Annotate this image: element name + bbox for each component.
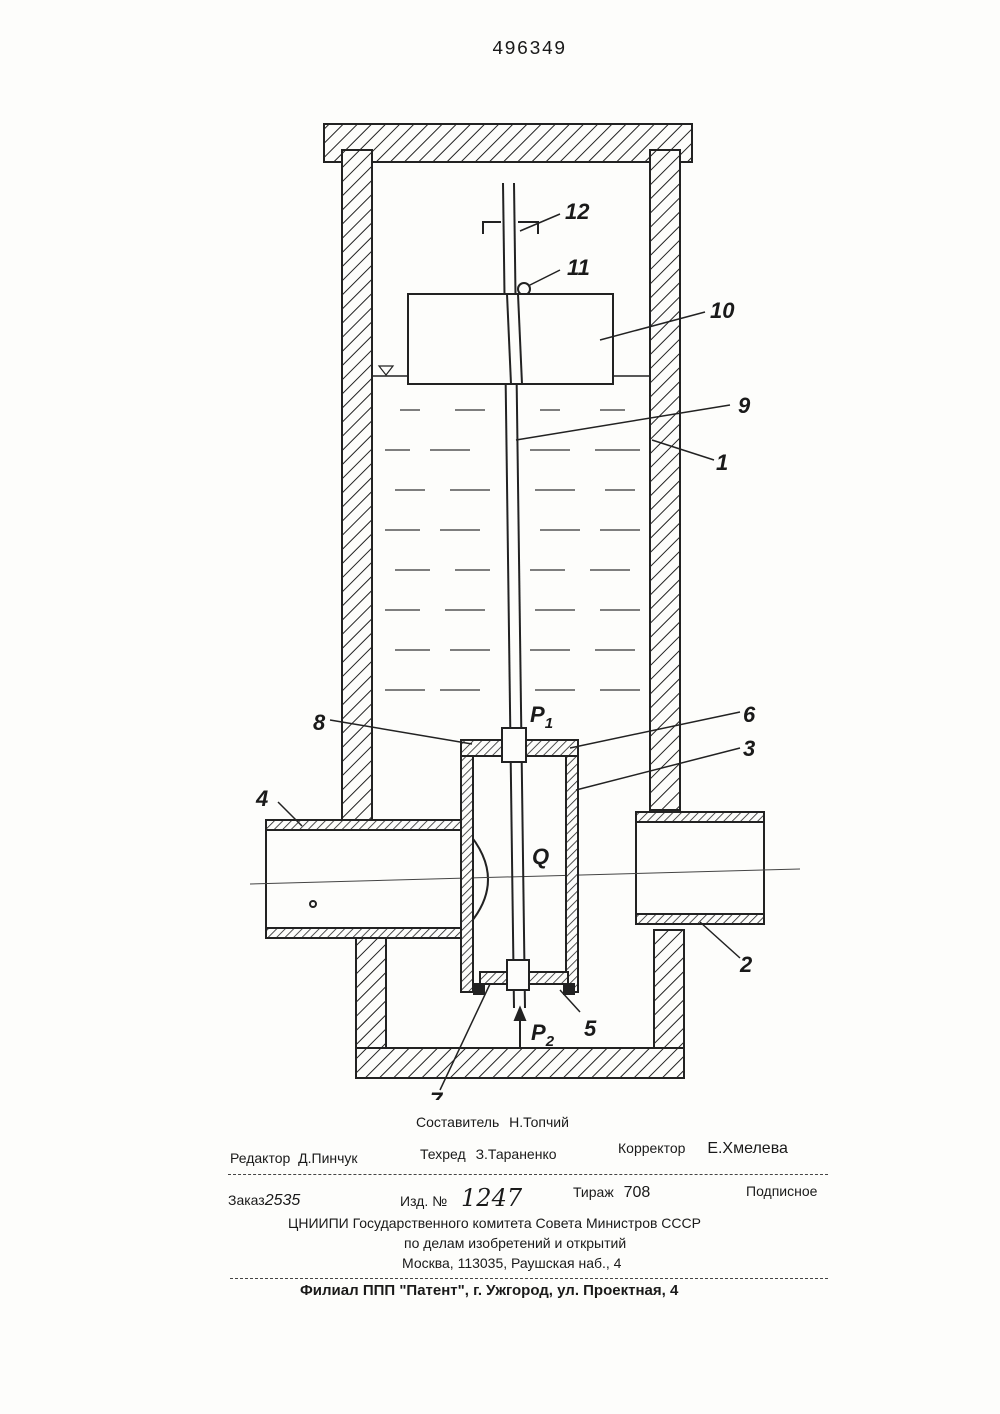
label-7: 7 <box>430 1088 444 1100</box>
label-q: Q <box>532 844 549 869</box>
editor-label: Редактор <box>230 1150 290 1166</box>
technical-drawing: 12 11 10 9 1 8 6 3 4 2 5 7 P1 P2 Q <box>0 0 1000 1100</box>
corrector-label: Корректор <box>618 1140 685 1156</box>
divider-2 <box>230 1278 828 1279</box>
divider-1 <box>228 1174 828 1175</box>
label-3: 3 <box>743 736 755 761</box>
edition-label: Изд. № <box>400 1193 447 1209</box>
corrector-line: Корректор Е.Хмелева <box>618 1140 788 1158</box>
label-5: 5 <box>584 1016 597 1041</box>
edition-line: Изд. № 1247 <box>400 1184 522 1212</box>
techred-name: З.Тараненко <box>476 1146 557 1162</box>
label-p1: P1 <box>530 702 553 732</box>
label-12: 12 <box>565 199 590 224</box>
techred-line: Техред З.Тараненко <box>420 1146 557 1162</box>
order-number: 2535 <box>265 1192 301 1209</box>
editor-line: Редактор Д.Пинчук <box>230 1150 358 1166</box>
label-2: 2 <box>739 952 753 977</box>
seal-5 <box>564 984 574 994</box>
corrector-name: Е.Хмелева <box>707 1140 788 1157</box>
org-line-2: по делам изобретений и открытий <box>404 1235 626 1251</box>
outlet-pipe <box>636 812 764 924</box>
circulation-label: Тираж <box>573 1184 614 1200</box>
seal-7 <box>474 984 484 994</box>
axis-line <box>250 869 800 884</box>
org-line-1: ЦНИИПИ Государственного комитета Совета … <box>288 1215 701 1231</box>
label-9: 9 <box>738 393 751 418</box>
label-10: 10 <box>710 298 735 323</box>
order-label: Заказ <box>228 1192 265 1208</box>
editor-name: Д.Пинчук <box>298 1150 357 1166</box>
circulation-line: Тираж 708 <box>573 1184 650 1202</box>
edition-number: 1247 <box>461 1184 522 1212</box>
cylinder <box>461 740 578 994</box>
label-11: 11 <box>567 255 590 280</box>
order-line: Заказ2535 <box>228 1192 300 1210</box>
circulation-number: 708 <box>624 1184 651 1201</box>
label-4: 4 <box>255 786 268 811</box>
compiler-label: Составитель <box>416 1114 499 1130</box>
label-8: 8 <box>313 710 326 735</box>
subscription: Подписное <box>746 1183 817 1199</box>
label-6: 6 <box>743 702 756 727</box>
branch-line: Филиал ППП "Патент", г. Ужгород, ул. Про… <box>300 1282 678 1299</box>
label-p2: P2 <box>531 1020 555 1050</box>
label-1: 1 <box>716 450 728 475</box>
org-line-3: Москва, 113035, Раушская наб., 4 <box>402 1255 621 1271</box>
inlet-pipe <box>266 820 488 938</box>
techred-label: Техред <box>420 1146 466 1162</box>
liquid-level <box>372 366 652 690</box>
compiler-line: Составитель Н.Топчий <box>416 1114 569 1130</box>
compiler-name: Н.Топчий <box>509 1114 569 1130</box>
